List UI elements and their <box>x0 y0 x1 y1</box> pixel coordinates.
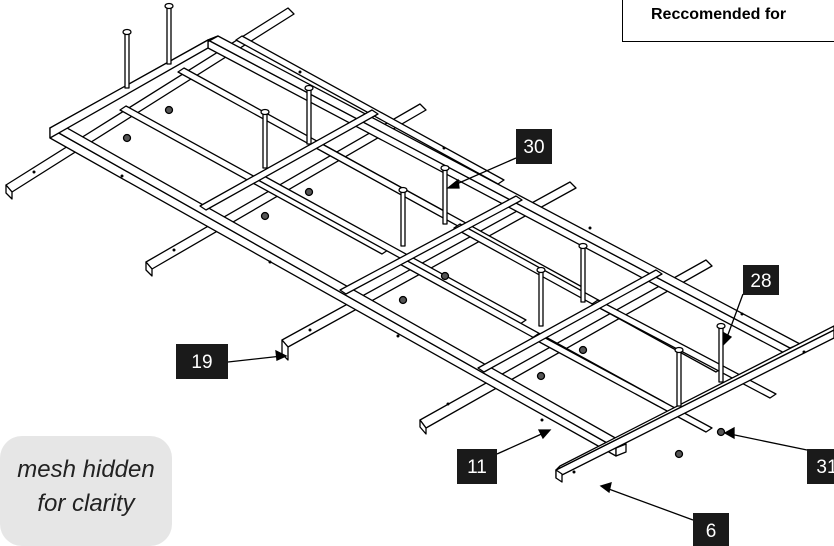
callout-31: 31 <box>807 449 834 484</box>
callout-30-label: 30 <box>523 137 544 158</box>
mesh-hidden-note: mesh hidden for clarity <box>0 436 172 546</box>
callout-19-label: 19 <box>191 352 212 373</box>
callout-28-label: 28 <box>750 271 771 292</box>
callout-6: 6 <box>693 513 729 546</box>
bolts <box>122 2 726 407</box>
callout-6-label: 6 <box>706 521 717 542</box>
callout-28: 28 <box>743 265 779 295</box>
recommendation-note: Reccomended for <box>622 0 834 42</box>
nuts <box>122 105 726 459</box>
callout-11: 11 <box>457 449 497 484</box>
callout-11-label: 11 <box>467 457 487 478</box>
callout-30: 30 <box>516 129 552 164</box>
callout-19: 19 <box>176 344 228 379</box>
rail-part-6 <box>555 325 834 483</box>
callout-31-label: 31 <box>816 457 834 478</box>
leader-arrows <box>227 157 808 521</box>
mesh-note-line-1: mesh hidden <box>17 456 155 483</box>
recommendation-note-text: Reccomended for <box>651 6 787 23</box>
mesh-note-line-2: for clarity <box>37 490 135 517</box>
holes <box>32 70 806 474</box>
frame-slats <box>119 35 777 433</box>
